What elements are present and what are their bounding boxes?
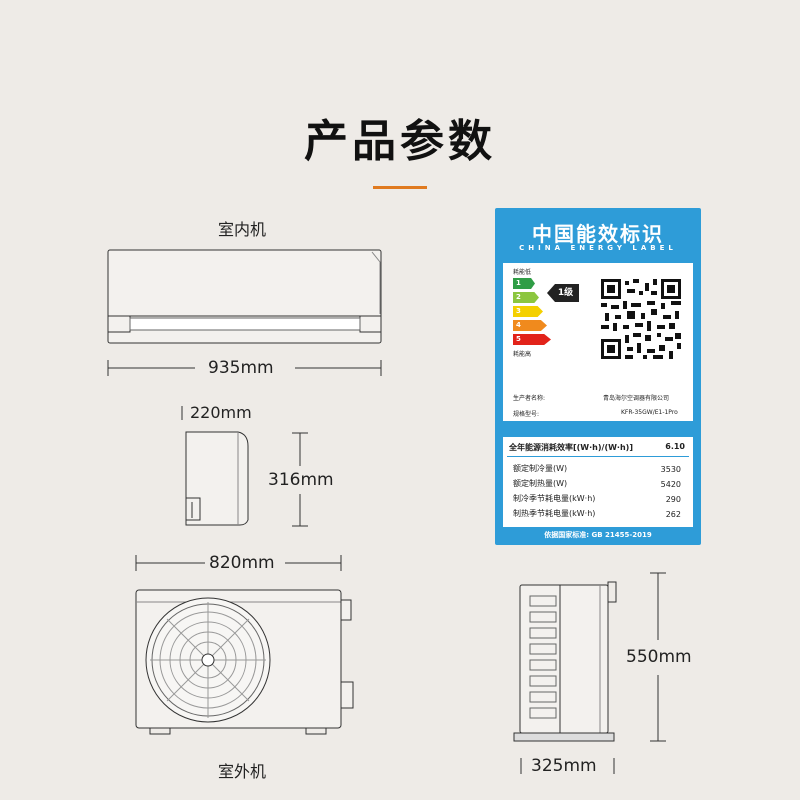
indoor-height-text: 316mm	[264, 470, 338, 490]
model-value: KFR-35GW/E1-1Pro	[621, 409, 678, 416]
outdoor-height-dimension	[650, 572, 666, 742]
indoor-unit-side-drawing	[185, 431, 249, 526]
qr-code-icon	[601, 279, 681, 359]
high-consumption-text: 耗能高	[513, 351, 532, 358]
manufacturer-value: 青岛海尔空调器有限公司	[603, 395, 670, 402]
grade-bar-1: 1	[513, 278, 535, 289]
current-grade-indicator: 1级	[547, 284, 579, 302]
heating-consumption-label: 制热季节耗电量(kW·h)	[513, 509, 596, 518]
heating-capacity-value: 5420	[660, 480, 681, 489]
energy-label-spec-panel: 全年能源消耗效率[(W·h)/(W·h)] 6.10 额定制冷量(W) 3530…	[503, 437, 693, 527]
page-title: 产品参数	[304, 116, 496, 167]
indoor-unit-label: 室内机	[218, 220, 267, 239]
energy-label-subtitle: CHINA ENERGY LABEL	[519, 244, 677, 252]
heating-consumption-value: 262	[665, 510, 681, 519]
indoor-depth-text: 220mm	[186, 403, 256, 422]
outdoor-depth-dimension	[520, 758, 615, 774]
energy-label-title: 中国能效标识	[532, 222, 664, 246]
indoor-height-dimension	[292, 432, 308, 527]
outdoor-unit-front-drawing	[135, 589, 354, 735]
outdoor-height-text: 550mm	[622, 647, 696, 667]
indoor-width-dimension	[107, 360, 382, 376]
manufacturer-label: 生产者名称:	[513, 395, 546, 402]
energy-label-card: 中国能效标识 CHINA ENERGY LABEL 耗能低 1 2 3 4 5 …	[495, 208, 701, 545]
indoor-unit-front-drawing	[107, 249, 382, 344]
cooling-capacity-value: 3530	[660, 465, 681, 474]
grade-scale: 1 2 3 4 5	[513, 278, 551, 345]
energy-label-standard: 依据国家标准: GB 21455-2019	[544, 531, 652, 539]
heating-capacity-label: 额定制热量(W)	[513, 479, 568, 488]
grade-bar-2: 2	[513, 292, 539, 303]
grade-bar-5: 5	[513, 334, 551, 345]
grade-bar-4: 4	[513, 320, 547, 331]
spec-divider	[507, 456, 689, 457]
cooling-capacity-label: 额定制冷量(W)	[513, 464, 568, 473]
apf-value: 6.10	[665, 442, 685, 451]
outdoor-width-text: 820mm	[205, 553, 279, 573]
indoor-width-text: 935mm	[204, 358, 278, 378]
apf-label: 全年能源消耗效率[(W·h)/(W·h)]	[509, 443, 633, 452]
energy-label-grade-panel: 耗能低 1 2 3 4 5 耗能高 1级	[503, 263, 693, 421]
low-consumption-text: 耗能低	[513, 269, 532, 276]
grade-bar-3: 3	[513, 306, 543, 317]
outdoor-width-dimension	[135, 555, 342, 571]
outdoor-unit-label: 室外机	[218, 762, 267, 781]
outdoor-depth-text: 325mm	[527, 756, 601, 776]
cooling-consumption-value: 290	[665, 495, 681, 504]
title-accent-rule	[373, 186, 427, 189]
cooling-consumption-label: 制冷季节耗电量(kW·h)	[513, 494, 596, 503]
model-label: 规格型号:	[513, 411, 540, 418]
outdoor-unit-side-drawing	[513, 581, 617, 742]
